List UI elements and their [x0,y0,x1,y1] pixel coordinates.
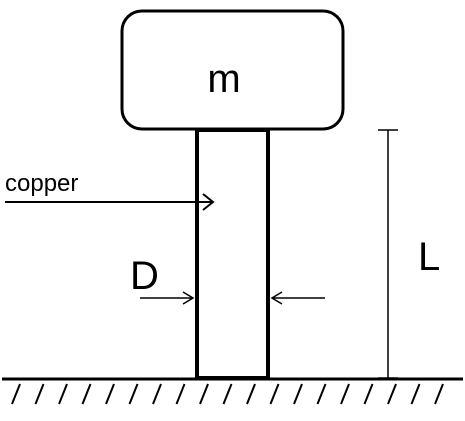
ground-hatch-mark [434,383,444,405]
diameter-label: D [130,254,159,298]
ground-hatch-mark [105,383,115,405]
ground-hatch-mark [175,383,186,405]
ground-hatch-mark [269,383,280,405]
ground-hatch-mark [340,383,350,405]
length-label: L [418,235,440,279]
ground-hatch-mark [152,383,162,405]
diameter-arrow-left [140,291,195,305]
ground-hatch-mark [293,383,303,405]
material-pointer-arrow [5,193,215,211]
ground-hatch-mark [11,383,21,405]
material-label: copper [5,170,78,197]
ground-hatching [11,383,444,405]
ground-hatch-mark [410,383,421,405]
ground-hatch-mark [81,383,92,405]
ground-hatch-mark [199,383,209,405]
ground-hatch-mark [222,383,233,405]
ground-hatch-mark [363,383,374,405]
copper-column [195,128,270,380]
ground-hatch-mark [128,383,139,405]
ground-hatch-mark [316,383,327,405]
mass-label: m [207,57,240,101]
diameter-arrow-right [270,291,325,305]
ground-hatch-mark [34,383,45,405]
ground-hatch-mark [387,383,397,405]
ground-hatch-mark [246,383,256,405]
length-dimension-line [378,129,398,379]
ground-hatch-mark [58,383,68,405]
